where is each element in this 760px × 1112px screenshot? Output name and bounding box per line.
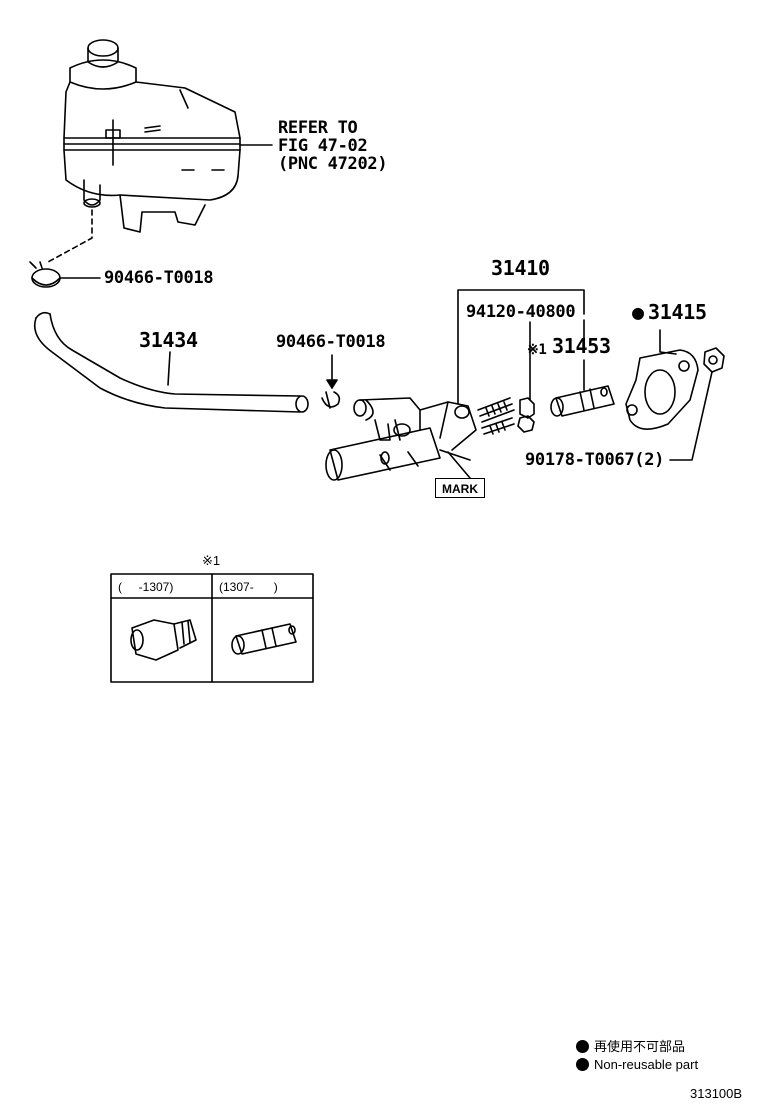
mark-leader	[447, 451, 471, 479]
inset-title: ※1	[202, 553, 221, 568]
flange-nut	[703, 347, 725, 373]
nut-leader	[669, 371, 713, 461]
refer-to-label: REFER TO	[278, 118, 358, 138]
bracket-31410	[457, 289, 585, 405]
master-cylinder	[325, 397, 477, 481]
inset-col2-header: (1307- )	[219, 580, 278, 594]
push-rod	[550, 385, 615, 417]
legend-en-text: Non-reusable part	[594, 1057, 699, 1072]
hose-clip-top	[29, 261, 61, 288]
part-31434: 31434	[139, 328, 198, 352]
legend-en: Non-reusable part	[576, 1057, 698, 1072]
dashed-leader	[47, 209, 93, 263]
gasket	[625, 349, 699, 430]
nuts	[517, 397, 535, 433]
gasket-leader	[659, 329, 677, 355]
part-94120: 94120-40800	[466, 302, 576, 322]
legend-dot-icon	[576, 1040, 589, 1053]
pushrod-marker: ※1	[527, 342, 547, 358]
stud-bolts	[477, 397, 515, 435]
hose	[33, 311, 309, 413]
legend-jp: 再使用不可部品	[576, 1036, 685, 1055]
refer-fig-label: FIG 47-02	[278, 136, 368, 156]
refer-pnc-label: (PNC 47202)	[278, 154, 388, 174]
hose-clip-mid	[321, 354, 341, 409]
part-90178: 90178-T0067(2)	[525, 450, 665, 470]
legend-jp-text: 再使用不可部品	[594, 1039, 686, 1054]
legend-dot-icon	[576, 1058, 589, 1071]
inset-col1-header: ( -1307)	[118, 580, 174, 594]
diagram-code: 313100B	[690, 1086, 743, 1101]
reservoir-tank	[63, 39, 241, 233]
part-31415: 31415	[648, 300, 707, 324]
part-90466-mid: 90466-T0018	[276, 332, 386, 352]
hose-leader	[167, 351, 171, 386]
part-31410: 31410	[491, 256, 550, 280]
part-90466-top: 90466-T0018	[104, 268, 214, 288]
inset-table	[110, 573, 314, 683]
mark-label: MARK	[435, 478, 485, 498]
part-31453: 31453	[552, 334, 611, 358]
non-reusable-dot: ●	[632, 300, 644, 324]
